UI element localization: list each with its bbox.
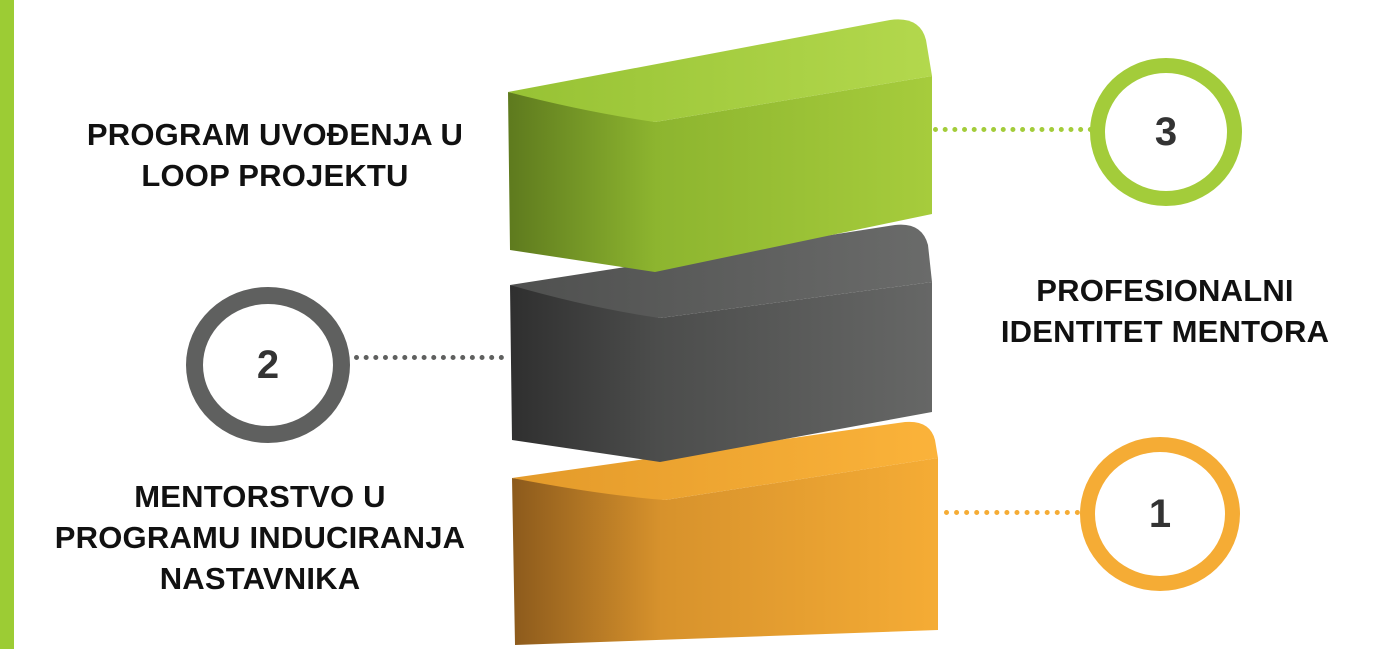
number-2: 2 — [256, 342, 280, 387]
gray-block — [510, 224, 932, 462]
number-1: 1 — [1148, 491, 1172, 536]
label-layer-2: MENTORSTVO U PROGRAMU INDUCIRANJA NASTAV… — [0, 476, 520, 600]
gray-block-top — [510, 224, 932, 318]
green-block-front — [508, 76, 932, 272]
green-block — [508, 19, 932, 272]
label-3-line-2: LOOP PROJEKTU — [141, 158, 409, 194]
gray-block-front — [510, 282, 932, 462]
label-1-line-1: PROFESIONALNI — [1036, 273, 1294, 308]
number-3: 3 — [1154, 109, 1178, 154]
connector-dots-2 — [354, 355, 504, 360]
connector-dots-3 — [933, 127, 1093, 132]
orange-block-front — [512, 458, 938, 645]
label-2-line-3: NASTAVNIKA — [159, 561, 361, 597]
connector-dots-1 — [944, 510, 1080, 515]
label-3-line-1: PROGRAM UVOĐENJA U — [86, 117, 464, 152]
orange-block — [512, 421, 938, 645]
label-layer-1: PROFESIONALNI IDENTITET MENTORA — [960, 270, 1370, 352]
label-1-line-2: IDENTITET MENTORA — [1000, 314, 1330, 350]
label-2-line-1: MENTORSTVO U — [134, 479, 386, 514]
label-2-line-2: PROGRAMU INDUCIRANJA — [54, 520, 466, 556]
number-circle-3: 3 — [1090, 58, 1242, 206]
number-circle-1: 1 — [1080, 437, 1240, 591]
left-edge-bar — [0, 0, 14, 649]
orange-block-top — [512, 421, 938, 500]
green-block-top — [508, 19, 932, 122]
label-layer-3: PROGRAM UVOĐENJA U LOOP PROJEKTU — [40, 114, 510, 196]
number-circle-2: 2 — [186, 287, 350, 443]
